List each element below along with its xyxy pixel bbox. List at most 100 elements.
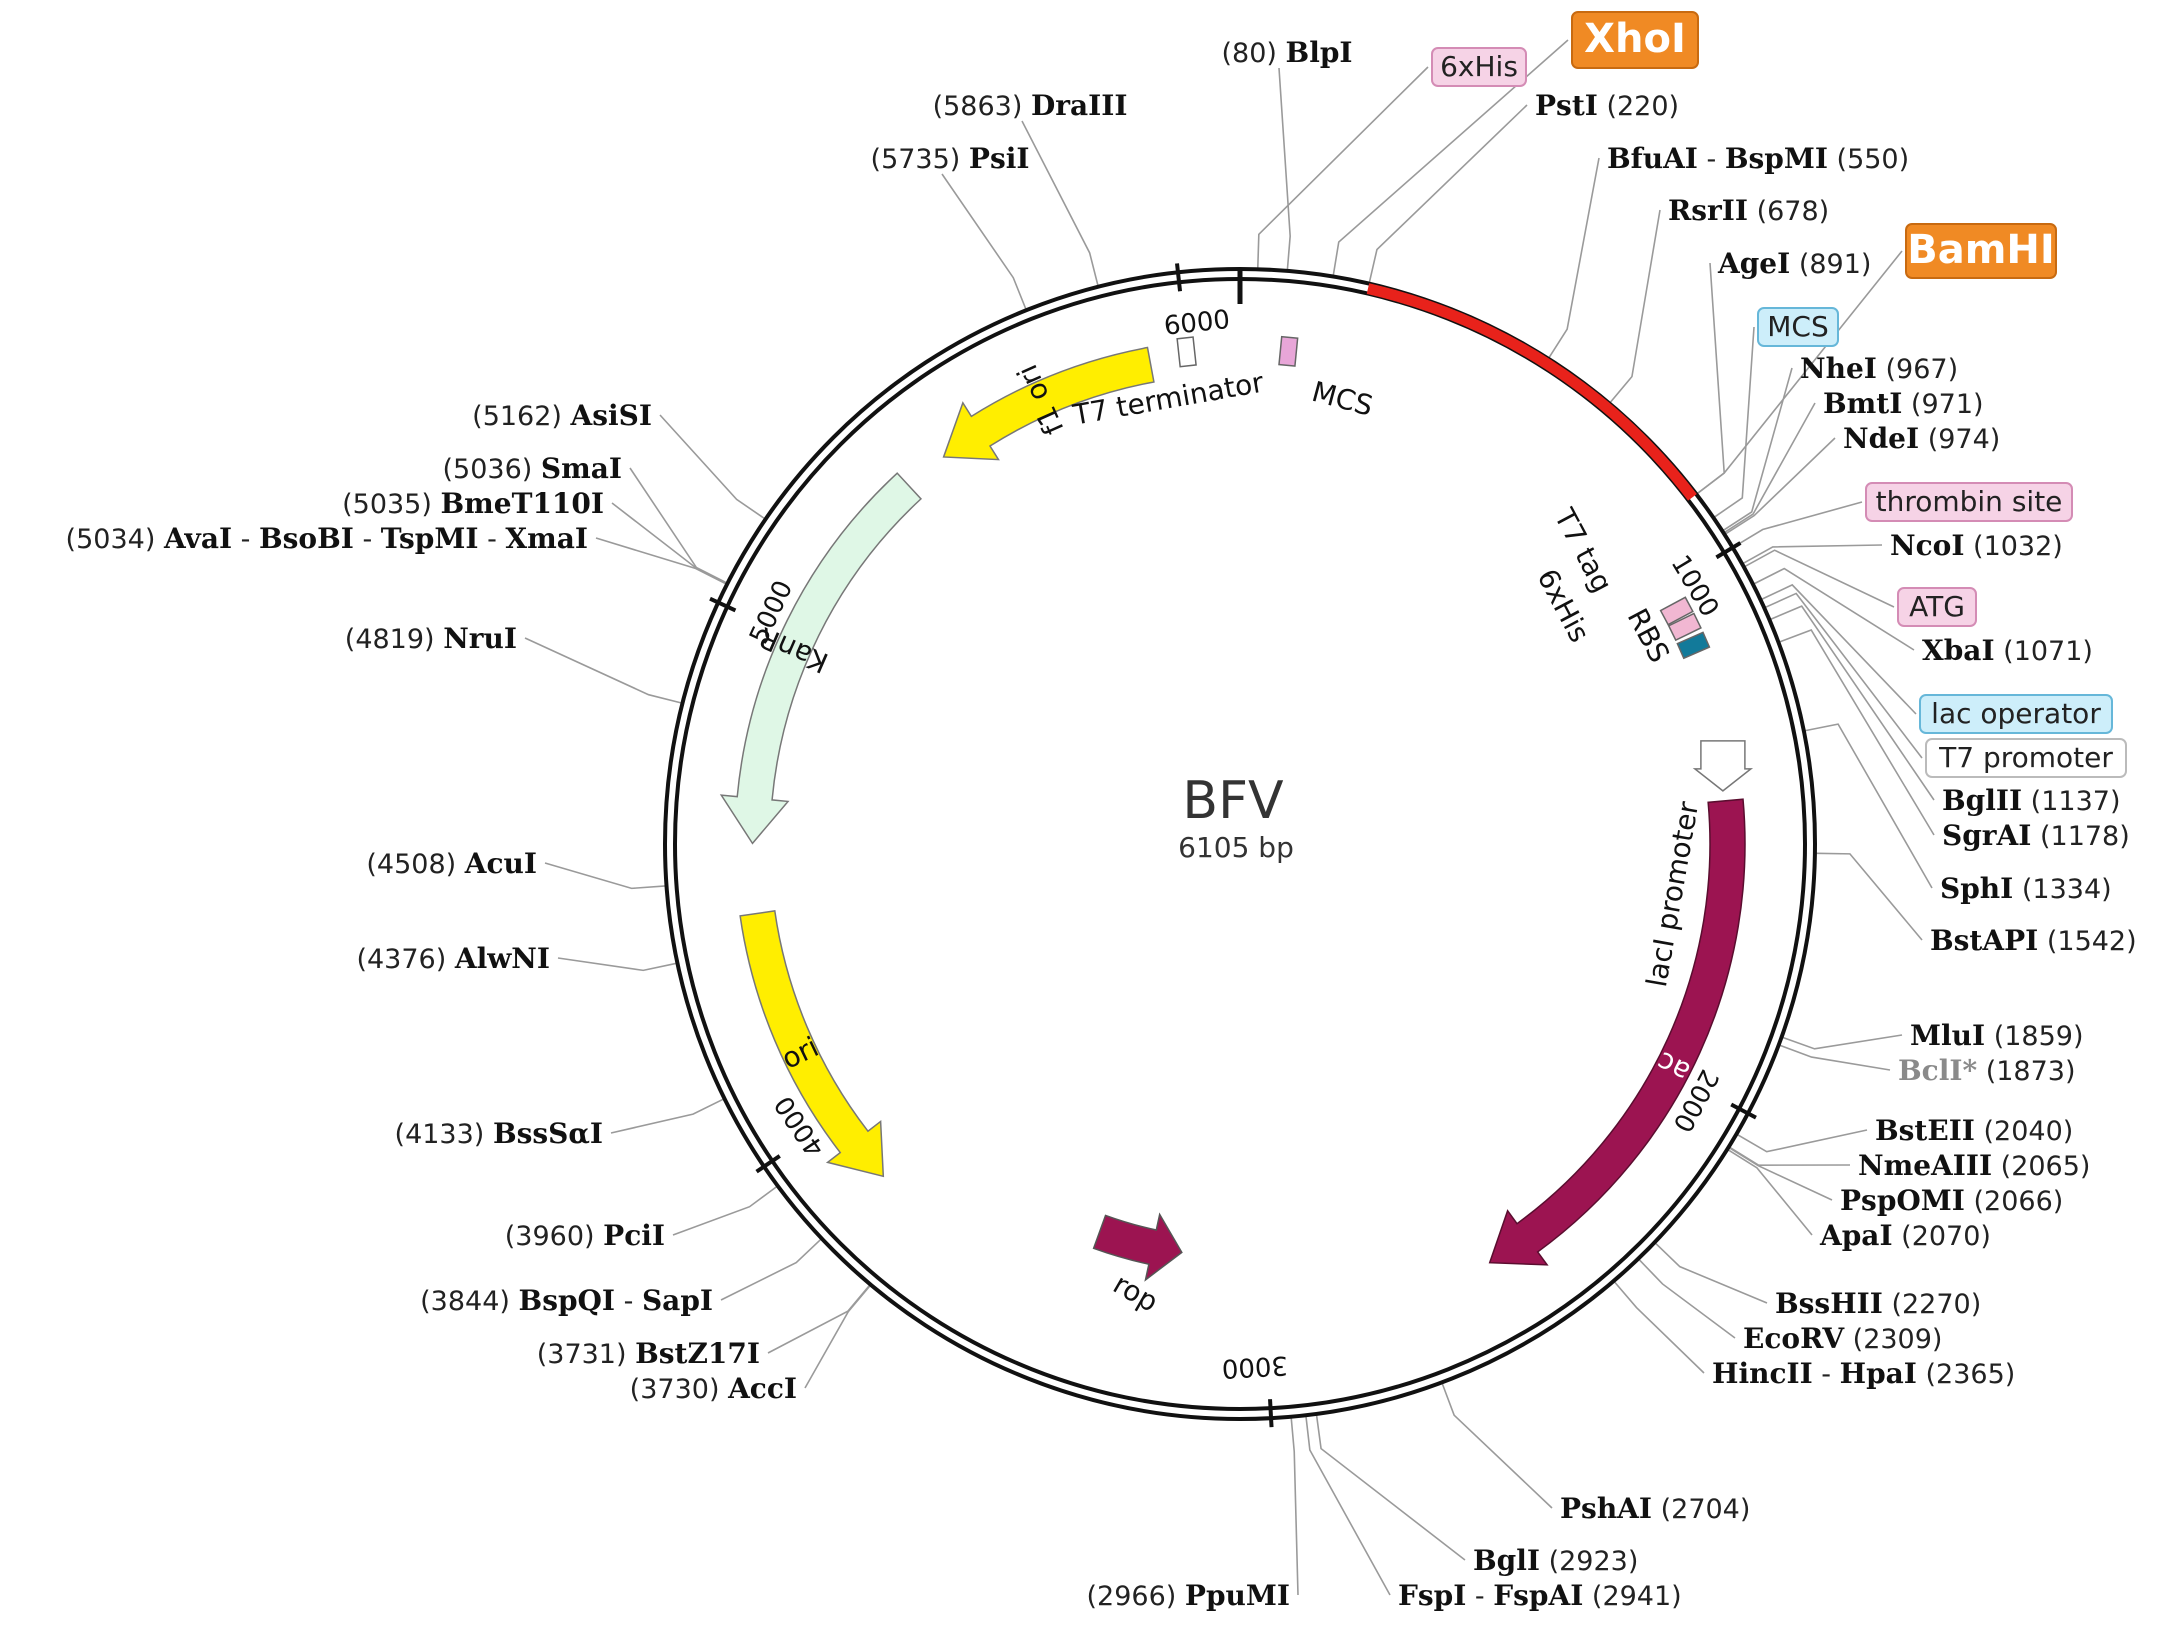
restriction-site-label: (3844) BspQI - SapI: [420, 1284, 713, 1317]
site-leader-line: [1742, 544, 1883, 565]
site-position-close: ): [1671, 1581, 1682, 1612]
callout-label: XhoI: [1584, 16, 1686, 62]
site-position-close: ): [1266, 38, 1277, 69]
site-space: [2038, 926, 2047, 957]
tick-mark: [1730, 1102, 1757, 1120]
site-position-open: (: [2031, 786, 2042, 817]
restriction-site-label: BstAPI (1542): [1930, 924, 2137, 957]
site-position: 80: [1232, 38, 1266, 69]
site-position: 971: [1921, 389, 1973, 420]
site-space: [1975, 1116, 1984, 1147]
site-enzyme-name: BfuAI: [1607, 142, 1698, 175]
site-position-open: (: [395, 1119, 406, 1150]
restriction-site-label: PspOMI (2066): [1840, 1184, 2063, 1217]
site-leader-line: [1696, 262, 1726, 495]
site-position-open: (: [1885, 354, 1896, 385]
site-position-close: ): [1166, 1581, 1177, 1612]
site-position-open: (: [2022, 874, 2033, 905]
site-position: 2070: [1912, 1221, 1981, 1252]
restriction-site-label: BclI* (1873): [1898, 1054, 2076, 1087]
site-space: [1277, 38, 1286, 69]
site-position: 4508: [377, 849, 446, 880]
site-position-open: (: [1926, 1359, 1937, 1390]
restriction-site-label: (80) BlpI: [1221, 36, 1352, 69]
callout-box: [1925, 738, 2127, 778]
site-position: 3844: [431, 1286, 500, 1317]
site-position-open: (: [871, 144, 882, 175]
site-leader-line: [804, 1285, 871, 1389]
site-enzyme-name: BlpI: [1286, 36, 1353, 69]
restriction-site-label: (3960) PciI: [505, 1219, 665, 1252]
site-space: [1790, 249, 1799, 280]
callout-label: lac operator: [1931, 697, 2101, 730]
site-enzyme-name: BstEII: [1875, 1114, 1975, 1147]
site-enzyme-name: BssSαI: [493, 1117, 603, 1150]
site-position-close: ): [2082, 636, 2093, 667]
site-space: [1583, 1581, 1592, 1612]
restriction-site-label: (5162) AsiSI: [472, 399, 652, 432]
site-leader-line: [1654, 1242, 1768, 1304]
restriction-site-label: (5035) BmeT110I: [342, 487, 604, 520]
site-position-close: ): [436, 944, 447, 975]
tick-mark: [755, 1154, 781, 1174]
site-enzyme-name: AsiSI: [570, 399, 652, 432]
site-space: [595, 1221, 604, 1252]
site-position-open: (: [1901, 1221, 1912, 1252]
site-enzyme-name: PciI: [603, 1219, 665, 1252]
callout-leader-line: [1761, 583, 1917, 715]
site-enzyme-name: BspMI: [1725, 142, 1828, 175]
tick-mark: [1715, 541, 1742, 560]
restriction-site-label: (5735) PsiI: [871, 142, 1030, 175]
site-enzyme-name: PstI: [1535, 89, 1598, 122]
site-position-open: (: [2001, 1151, 2012, 1182]
feature-lacI-arrow: [1488, 798, 1746, 1266]
site-enzyme-name: BspQI: [519, 1284, 616, 1317]
callout-box: [1571, 11, 1699, 69]
site-leader-line: [1638, 1258, 1736, 1339]
site-position-open: (: [1837, 144, 1848, 175]
site-space: [1995, 636, 2004, 667]
feature-f1-ori-arrow: [942, 346, 1155, 461]
site-position-open: (: [345, 624, 356, 655]
restriction-site-label: BmtI (971): [1823, 387, 1984, 420]
site-position: 3731: [547, 1339, 616, 1370]
site-space: [627, 1339, 636, 1370]
restriction-site-label: (5863) DraIII: [933, 89, 1128, 122]
site-position: 5036: [453, 454, 522, 485]
site-enzyme-name: BssHII: [1775, 1287, 1883, 1320]
site-separator: -: [1813, 1359, 1840, 1390]
site-enzyme-name: SgrAI: [1942, 819, 2031, 852]
site-position-open: (: [66, 524, 77, 555]
site-space: [435, 624, 444, 655]
site-leader-line: [1779, 629, 1935, 836]
site-position-close: ): [145, 524, 156, 555]
site-position-close: ): [1971, 1289, 1982, 1320]
site-space: [1965, 1186, 1974, 1217]
tick-mark: [1175, 263, 1183, 292]
site-enzyme-name: AvaI: [163, 522, 232, 555]
site-enzyme-name: DraIII: [1031, 89, 1127, 122]
site-leader-line: [1305, 1416, 1391, 1596]
site-position-open: (: [420, 1286, 431, 1317]
callout-leader-line: [1744, 549, 1895, 608]
site-position-close: ): [1899, 144, 1910, 175]
restriction-site-label: (4376) AlwNI: [356, 942, 550, 975]
site-position: 1071: [2014, 636, 2083, 667]
site-leader-line: [1725, 437, 1836, 535]
plasmid-name: BFV: [1182, 771, 1284, 831]
site-enzyme-name: PshAI: [1560, 1492, 1652, 1525]
site-position: 1873: [1996, 1056, 2065, 1087]
site-separator: -: [232, 524, 259, 555]
site-position: 4819: [355, 624, 424, 655]
tick-label: 3000: [1221, 1350, 1289, 1384]
callout-leader-line: [1713, 326, 1755, 518]
site-position-close: ): [1973, 389, 1984, 420]
site-position: 2270: [1902, 1289, 1971, 1320]
site-space: [510, 1286, 519, 1317]
site-space: [1748, 196, 1757, 227]
feature-lacI-promoter-arrow: [1692, 740, 1754, 792]
site-leader-line: [524, 637, 682, 704]
site-position: 5162: [483, 401, 552, 432]
site-enzyme-name: NheI: [1800, 352, 1877, 385]
